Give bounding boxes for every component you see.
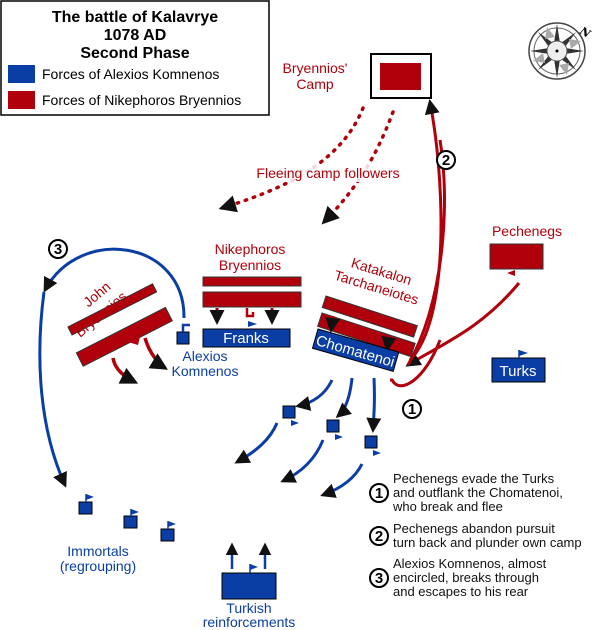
legend-swatch-bryennios bbox=[8, 91, 35, 109]
svg-text:2: 2 bbox=[375, 528, 383, 545]
note-3: 3 Alexios Komnenos, almost encircled, br… bbox=[369, 556, 547, 599]
svg-text:Pechenegs evade the Turks: Pechenegs evade the Turks bbox=[393, 471, 555, 486]
map-phase: Second Phase bbox=[80, 45, 189, 62]
svg-text:2: 2 bbox=[442, 152, 450, 169]
legend-label-bryennios: Forces of Nikephoros Bryennios bbox=[42, 92, 241, 108]
compass-rose-icon: N bbox=[528, 22, 594, 80]
map-marker-2: 2 bbox=[436, 150, 456, 170]
svg-text:Alexios Komnenos, almost: Alexios Komnenos, almost bbox=[393, 556, 547, 571]
immortals-unit bbox=[78, 494, 176, 542]
alexios-escape-arrow-2 bbox=[38, 291, 67, 488]
legend-box bbox=[0, 0, 270, 116]
svg-text:3: 3 bbox=[54, 241, 62, 258]
svg-text:and outflank the Chomatenoi,: and outflank the Chomatenoi, bbox=[393, 485, 563, 500]
fleeing-label: Fleeing camp followers bbox=[256, 165, 399, 181]
pechenegs-unit bbox=[489, 243, 544, 270]
chomatenoi-fragments bbox=[282, 405, 378, 449]
franks-unit bbox=[202, 328, 291, 348]
svg-text:turn back and plunder own camp: turn back and plunder own camp bbox=[393, 535, 582, 550]
turkish-reinf-label-1: Turkish bbox=[226, 600, 271, 616]
svg-text:3: 3 bbox=[375, 570, 383, 587]
chomatenoi-flight-arrows bbox=[234, 377, 382, 498]
legend-label-alexios: Forces of Alexios Komnenos bbox=[42, 66, 219, 82]
legend-swatch-alexios bbox=[8, 65, 35, 83]
nikephoros-label-2: Bryennios bbox=[219, 257, 281, 273]
alexios-label-2: Komnenos bbox=[172, 363, 239, 379]
nikephoros-unit-front bbox=[202, 276, 302, 287]
immortals-label-2: (regrouping) bbox=[60, 558, 136, 574]
turks-label: Turks bbox=[500, 363, 537, 380]
svg-text:and escapes to his rear: and escapes to his rear bbox=[393, 584, 529, 599]
note-2: 2 Pechenegs abandon pursuit turn back an… bbox=[369, 521, 582, 550]
pechenegs-flag-icon bbox=[507, 270, 515, 276]
svg-text:1: 1 bbox=[375, 485, 383, 502]
turkish-reinf-label-2: reinforcements bbox=[203, 614, 296, 630]
turkish-reinforcements-unit bbox=[221, 572, 277, 600]
map-marker-3: 3 bbox=[48, 239, 68, 259]
map-year: 1078 AD bbox=[104, 27, 167, 44]
map-marker-1: 1 bbox=[402, 399, 422, 419]
franks-label: Franks bbox=[223, 330, 269, 347]
pechenegs-label: Pechenegs bbox=[492, 223, 562, 239]
franks-flag-icon bbox=[248, 321, 257, 327]
turks-flag-icon bbox=[519, 350, 528, 356]
svg-text:encircled, breaks through: encircled, breaks through bbox=[393, 570, 539, 585]
alexios-label-1: Alexios bbox=[182, 348, 227, 364]
nikephoros-unit-rear bbox=[202, 291, 302, 308]
john-bryennios-unit bbox=[67, 283, 173, 367]
legend: The battle of Kalavrye 1078 AD Second Ph… bbox=[0, 0, 270, 116]
alexios-escape-arrow bbox=[43, 247, 186, 319]
bryennios-camp bbox=[370, 53, 432, 99]
map-title: The battle of Kalavrye bbox=[52, 9, 218, 26]
svg-text:1: 1 bbox=[408, 401, 416, 418]
svg-text:Pechenegs abandon pursuit: Pechenegs abandon pursuit bbox=[393, 521, 555, 536]
nikephoros-label-1: Nikephoros bbox=[215, 241, 286, 257]
immortals-label-1: Immortals bbox=[67, 543, 128, 559]
camp-label-1: Bryennios' bbox=[283, 60, 348, 76]
note-1: 1 Pechenegs evade the Turks and outflank… bbox=[369, 471, 563, 514]
alexios-unit bbox=[176, 331, 190, 345]
svg-text:who break and flee: who break and flee bbox=[392, 499, 503, 514]
camp-label-2: Camp bbox=[296, 76, 334, 92]
